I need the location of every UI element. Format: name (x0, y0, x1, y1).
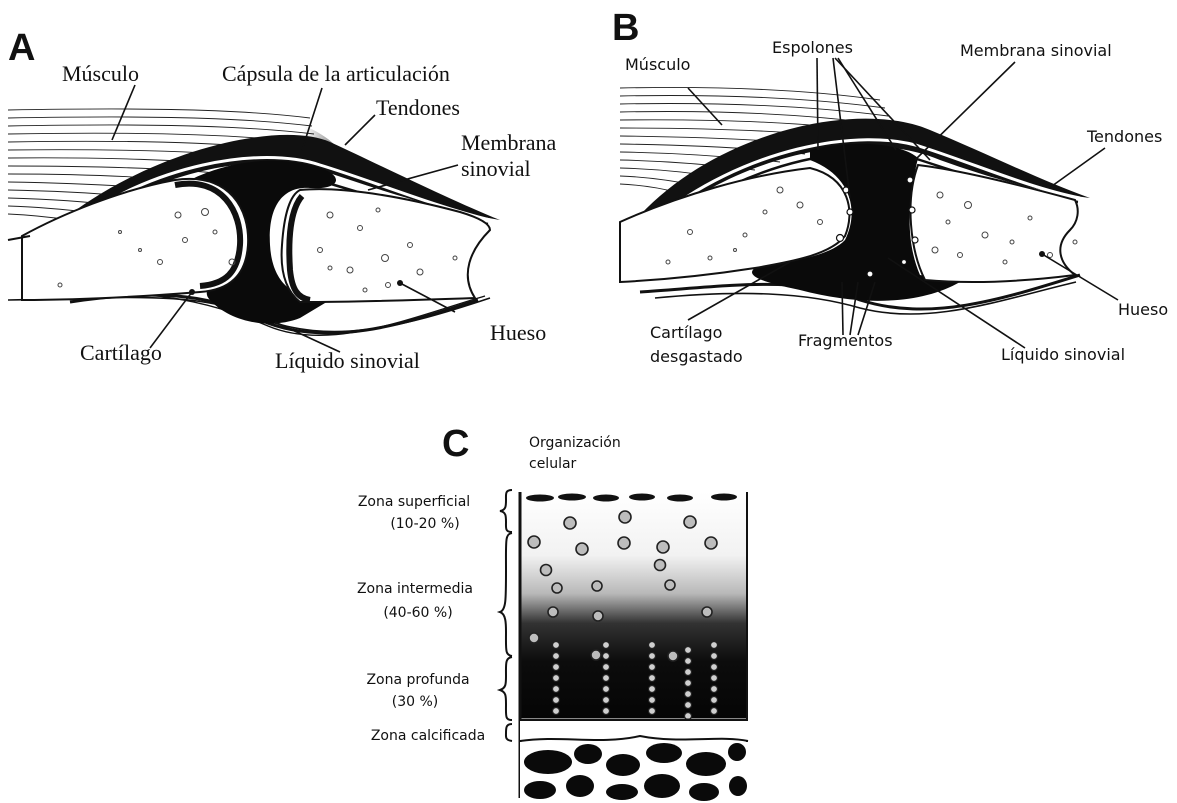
label-a-membrana-1: Membrana (461, 130, 557, 155)
zone-braces (500, 490, 512, 741)
label-b-liquido: Líquido sinovial (1001, 345, 1125, 364)
panel-c-letter: C (442, 423, 469, 465)
zone-intermedia-name: Zona intermedia (357, 581, 473, 597)
panel-c-header-2: celular (529, 456, 577, 472)
label-a-musculo: Músculo (62, 61, 139, 86)
label-b-fragmentos: Fragmentos (798, 331, 893, 350)
label-a-liquido: Líquido sinovial (275, 348, 420, 373)
label-a-cartilago: Cartílago (80, 340, 162, 365)
label-b-cartilago-1: Cartílago (650, 323, 722, 342)
zone-calcificada-name: Zona calcificada (371, 728, 485, 744)
label-b-hueso: Hueso (1118, 300, 1168, 319)
panel-b-osteoarthritis-joint: B (612, 7, 1168, 366)
label-b-espolones: Espolones (772, 38, 853, 57)
label-b-cartilago-2: desgastado (650, 347, 743, 366)
panel-b-right-bone (911, 165, 1078, 282)
label-a-tendones: Tendones (376, 95, 460, 120)
label-b-musculo: Músculo (625, 55, 690, 74)
zone-intermedia-pct: (40-60 %) (383, 605, 452, 621)
panel-b-letter: B (612, 7, 639, 49)
label-b-membrana: Membrana sinovial (960, 41, 1112, 60)
zone-profunda-pct: (30 %) (392, 694, 439, 710)
panel-a-letter: A (8, 27, 35, 69)
panel-a-normal-joint: A (8, 27, 557, 373)
cartilage-column (520, 492, 748, 718)
panel-c-header-1: Organización (529, 435, 621, 451)
label-a-capsula: Cápsula de la articulación (222, 61, 450, 86)
label-a-hueso: Hueso (490, 320, 546, 345)
zone-superficial-pct: (10-20 %) (390, 516, 459, 532)
zone-superficial-name: Zona superficial (358, 494, 470, 510)
panel-c-cartilage-zones: C Organización celular (357, 423, 748, 801)
zone-profunda-name: Zona profunda (366, 672, 469, 688)
label-b-tendones: Tendones (1086, 127, 1162, 146)
label-a-membrana-2: sinovial (461, 156, 531, 181)
